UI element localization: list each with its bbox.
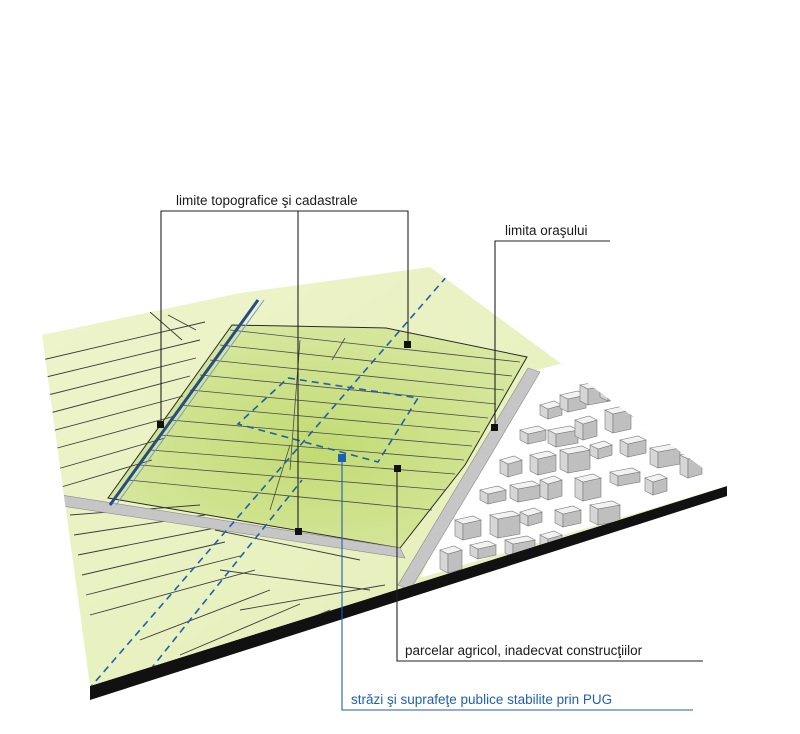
terrain-base-slab bbox=[90, 486, 727, 700]
building-roof bbox=[554, 505, 582, 515]
canal-line bbox=[108, 299, 260, 506]
leader-streets bbox=[341, 458, 693, 711]
building-roof bbox=[609, 467, 641, 477]
label-topographic-limits: limite topografice şi cadastrale bbox=[176, 193, 358, 208]
building-roof bbox=[469, 540, 497, 550]
building-side bbox=[599, 377, 609, 402]
building-roof bbox=[504, 535, 536, 545]
label-public-streets: străzi şi suprafeţe publice stabilite pr… bbox=[351, 692, 613, 707]
building-roof bbox=[589, 440, 613, 450]
building-roof bbox=[479, 485, 507, 495]
building-roof bbox=[589, 500, 621, 510]
label-city-limit: limita oraşului bbox=[505, 223, 588, 238]
building-roof bbox=[439, 545, 463, 555]
leader-markers bbox=[157, 341, 498, 535]
label-agricultural-parcels: parcelar agricol, inadecvat construcţiil… bbox=[405, 643, 643, 658]
building-front bbox=[687, 454, 703, 479]
building-roof bbox=[644, 473, 668, 483]
building-roof bbox=[519, 425, 547, 435]
building-front bbox=[637, 404, 661, 420]
building-roof bbox=[529, 450, 557, 460]
building-roof bbox=[539, 530, 563, 540]
agricultural-zone bbox=[107, 324, 528, 549]
planned-streets bbox=[87, 274, 449, 686]
leader-topo bbox=[160, 210, 409, 425]
parcel-lines-center bbox=[127, 329, 521, 511]
building-roof bbox=[454, 515, 482, 525]
leader-lines bbox=[160, 210, 703, 662]
building-roof bbox=[629, 400, 661, 410]
building-roof bbox=[519, 507, 543, 517]
building-roof bbox=[619, 435, 647, 445]
building-roof bbox=[499, 455, 523, 465]
building-roof bbox=[574, 473, 602, 483]
building-roof bbox=[599, 373, 623, 383]
parcel-lines-left bbox=[42, 311, 206, 489]
building-roof bbox=[539, 475, 563, 485]
leader-city bbox=[494, 240, 610, 428]
main-road bbox=[42, 491, 406, 559]
streets-marker bbox=[338, 454, 346, 462]
building-blocks bbox=[439, 373, 703, 574]
building-roof bbox=[574, 415, 598, 425]
leader-agri bbox=[396, 469, 703, 662]
building-front bbox=[607, 377, 623, 402]
